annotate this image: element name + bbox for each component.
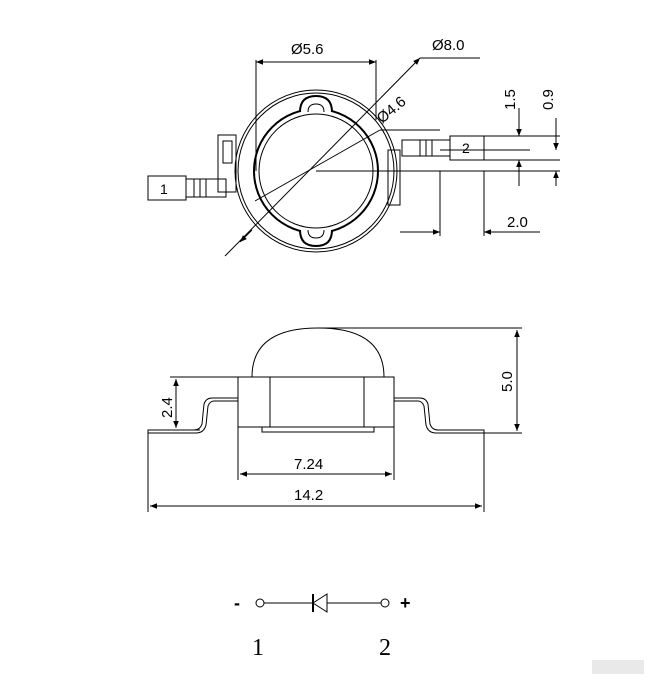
dim-tab-width: 0.9 [540,89,557,110]
right-side-lead [394,397,485,434]
diode-symbol-icon [312,593,328,613]
package-body [237,376,395,428]
pin2-number: 2 [379,635,391,661]
dim-lens-diameter: Ø5.6 [291,41,324,58]
left-side-lead [147,397,238,434]
watermark-mark [592,660,644,674]
dim-emitter-diameter: Ø4.6 [374,93,410,127]
dim-total-width: 14.2 [294,487,323,504]
pin1-terminal [255,598,265,608]
dim-lead-height: 2.4 [159,397,176,418]
schematic: - + 1 2 [234,593,411,661]
right-lead [387,135,485,206]
dim-tab-height: 1.5 [502,89,519,110]
top-view: Ø8.0 Ø4.6 Ø5.6 1.5 0.9 2.0 1 2 [147,37,560,257]
dim-lead-offset: 2.0 [507,214,528,231]
side-view: 5.0 2.4 7.24 14.2 [147,327,522,512]
pin2-terminal [380,598,390,608]
pin1-label: 1 [160,181,168,197]
pin1-number: 1 [252,635,264,661]
dim-height: 5.0 [499,371,516,392]
dim-body-diameter: Ø8.0 [432,37,465,54]
minus-sign: - [234,593,240,613]
lens-dome [251,327,385,378]
right-tab [387,149,401,206]
left-lead [147,134,237,201]
plus-sign: + [400,593,411,613]
left-tab [217,134,237,193]
pin2-label: 2 [462,140,470,156]
dim-body-width: 7.24 [294,456,323,473]
